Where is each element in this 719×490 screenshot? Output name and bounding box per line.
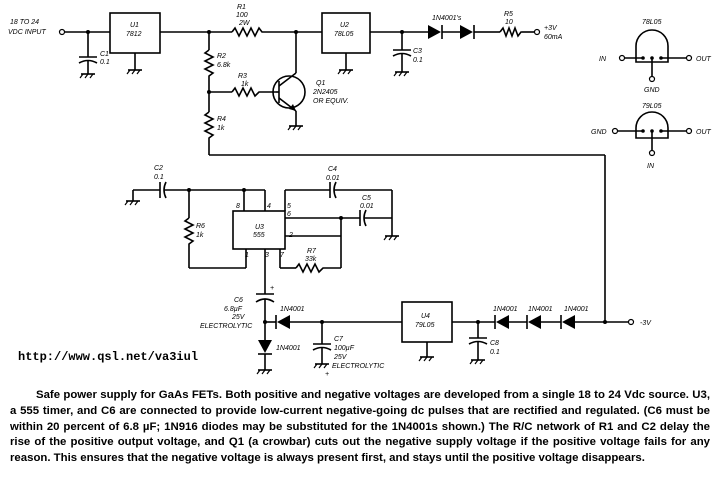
svg-text:+: + — [270, 285, 274, 292]
svg-text:0.1: 0.1 — [154, 174, 164, 181]
pos-output-terminal — [533, 28, 541, 36]
svg-text:ELECTROLYTIC: ELECTROLYTIC — [200, 323, 253, 330]
svg-text:100: 100 — [236, 12, 248, 19]
svg-text:1k: 1k — [196, 232, 204, 239]
svg-text:1N4001: 1N4001 — [528, 306, 553, 313]
svg-text:8: 8 — [236, 203, 240, 210]
svg-text:1N4001's: 1N4001's — [432, 15, 462, 22]
svg-text:C2: C2 — [154, 165, 163, 172]
svg-text:79L05: 79L05 — [642, 103, 662, 110]
resistor-r1: R1 100 2W — [231, 4, 264, 38]
svg-text:79L05: 79L05 — [415, 322, 435, 329]
svg-text:1N4001: 1N4001 — [276, 345, 301, 352]
svg-text:78L05: 78L05 — [334, 31, 354, 38]
svg-text:7812: 7812 — [126, 31, 142, 38]
svg-text:6.8k: 6.8k — [217, 62, 231, 69]
svg-text:C7: C7 — [334, 336, 344, 343]
negative-section: + C6 6.8µF 25V ELECTROLYTIC 1N4001 1N400… — [200, 285, 652, 378]
svg-text:U3: U3 — [255, 224, 264, 231]
svg-text:GND: GND — [644, 87, 660, 94]
capacitor-c1: C1 0.1 — [78, 30, 110, 79]
svg-text:4: 4 — [267, 203, 271, 210]
svg-text:C5: C5 — [362, 195, 371, 202]
svg-text:OUT: OUT — [696, 56, 712, 63]
package-79l05: 79L05 GND OUT IN — [591, 103, 712, 170]
svg-text:33k: 33k — [305, 256, 317, 263]
svg-text:25V: 25V — [231, 314, 246, 321]
svg-text:IN: IN — [599, 56, 607, 63]
svg-text:R7: R7 — [307, 248, 317, 255]
svg-text:1k: 1k — [241, 81, 249, 88]
svg-text:+3V: +3V — [544, 25, 558, 32]
svg-text:C1: C1 — [100, 51, 109, 58]
capacitor-c3: C3 0.1 — [392, 30, 423, 77]
svg-text:3: 3 — [265, 252, 269, 259]
svg-text:Q1: Q1 — [316, 80, 325, 87]
svg-text:1: 1 — [245, 252, 249, 259]
svg-text:1N4001: 1N4001 — [493, 306, 518, 313]
svg-text:78L05: 78L05 — [642, 19, 662, 26]
diodes-top: 1N4001's — [428, 15, 485, 39]
svg-text:10: 10 — [505, 19, 513, 26]
svg-text:U1: U1 — [130, 22, 139, 29]
svg-text:1k: 1k — [217, 125, 225, 132]
input-terminal — [58, 28, 66, 36]
svg-text:0.1: 0.1 — [490, 349, 500, 356]
svg-text:0.1: 0.1 — [413, 57, 423, 64]
svg-text:2N2405: 2N2405 — [312, 89, 338, 96]
svg-text:OUT: OUT — [696, 129, 712, 136]
svg-text:0.01: 0.01 — [360, 203, 374, 210]
svg-text:60mA: 60mA — [544, 34, 563, 41]
svg-text:5: 5 — [287, 203, 291, 210]
source-url: http://www.qsl.net/va3iul — [18, 350, 199, 364]
svg-text:1N4001: 1N4001 — [564, 306, 589, 313]
svg-text:+: + — [325, 371, 329, 378]
neg-output-terminal — [627, 318, 635, 326]
svg-text:U2: U2 — [340, 22, 349, 29]
svg-text:100µF: 100µF — [334, 345, 355, 352]
svg-text:C8: C8 — [490, 340, 499, 347]
svg-text:R1: R1 — [237, 4, 246, 11]
svg-text:R5: R5 — [504, 11, 513, 18]
figure-caption: Safe power supply for GaAs FETs. Both po… — [10, 389, 710, 465]
package-78l05: 78L05 IN OUT GND — [599, 19, 712, 94]
svg-text:C6: C6 — [234, 297, 243, 304]
timer-section: C2 0.1 R6 1k U3 555 8 4 5 6 2 1 3 7 C4 0… — [124, 165, 399, 294]
svg-text:GND: GND — [591, 129, 607, 136]
svg-text:R4: R4 — [217, 116, 226, 123]
svg-text:C4: C4 — [328, 166, 337, 173]
svg-text:OR EQUIV.: OR EQUIV. — [313, 98, 349, 105]
svg-text:6.8µF: 6.8µF — [224, 306, 243, 313]
svg-text:IN: IN — [647, 163, 655, 170]
svg-text:R3: R3 — [238, 73, 247, 80]
svg-text:18 TO 24: 18 TO 24 — [10, 19, 39, 26]
svg-text:1N4001: 1N4001 — [280, 306, 305, 313]
svg-text:U4: U4 — [421, 313, 430, 320]
svg-text:C3: C3 — [413, 48, 422, 55]
svg-text:-3V: -3V — [640, 320, 652, 327]
svg-text:2W: 2W — [238, 20, 251, 27]
svg-text:6: 6 — [287, 211, 291, 218]
svg-text:R2: R2 — [217, 53, 226, 60]
input-label: 18 TO 24 VDC INPUT — [8, 19, 46, 36]
power-supply-schematic: 18 TO 24 VDC INPUT C1 0.1 U1 7812 R1 100… — [8, 4, 712, 378]
resistor-r5: R5 10 +3V 60mA — [499, 11, 563, 41]
svg-text:ELECTROLYTIC: ELECTROLYTIC — [332, 363, 385, 370]
crowbar-network: R2 6.8k R3 1k Q1 2N2405 OR EQUIV. R4 1k — [203, 30, 606, 322]
svg-text:555: 555 — [253, 232, 265, 239]
svg-text:R6: R6 — [196, 223, 205, 230]
svg-text:0.1: 0.1 — [100, 59, 110, 66]
svg-text:0.01: 0.01 — [326, 175, 340, 182]
regulator-u1: U1 7812 — [109, 12, 161, 75]
svg-text:25V: 25V — [333, 354, 348, 361]
regulator-u2: U2 78L05 — [321, 12, 371, 75]
svg-text:VDC INPUT: VDC INPUT — [8, 29, 46, 36]
svg-text:7: 7 — [280, 252, 285, 259]
